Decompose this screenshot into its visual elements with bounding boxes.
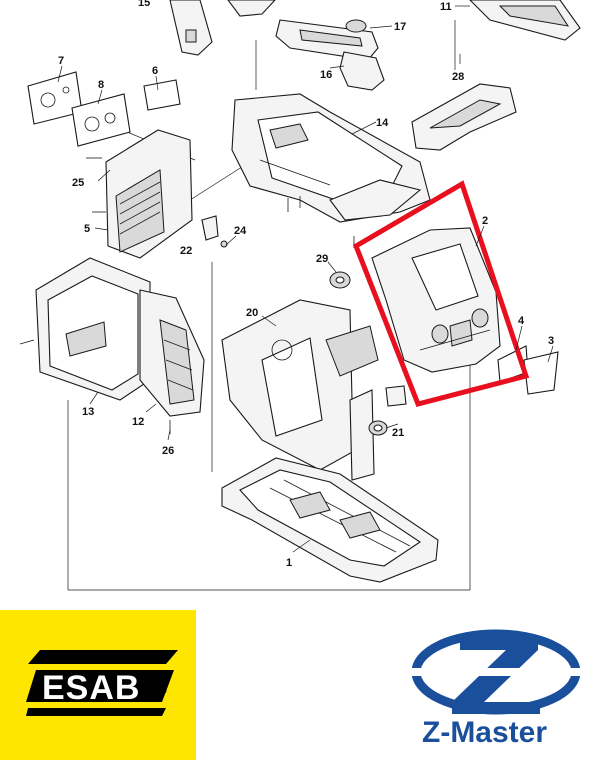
callout-1: 1 [286,557,292,569]
part-11-side-panel [469,0,581,41]
esab-wordmark: ESAB [42,669,141,707]
zmaster-logo-mark [412,629,580,715]
callout-12: 12 [132,416,144,428]
part-14-top-frame [231,93,431,223]
part-13-side-cover [35,257,151,401]
callout-3: 3 [548,335,554,347]
callout-5: 5 [84,223,90,235]
part-29-grommet [329,271,351,289]
callout-4: 4 [518,315,525,327]
callout-numbers: 1 2 3 4 5 6 7 8 11 12 13 14 15 16 17 20 … [58,0,554,569]
callout-16: 16 [320,69,332,81]
screws [19,157,355,434]
part-2-front-panel [371,227,501,373]
callout-24: 24 [234,225,247,237]
part-16-handle-foot [339,51,385,91]
part-6-label-plate [143,79,181,111]
esab-logo-block: ESAB ® [0,610,196,760]
part-15-handle-bracket [169,0,276,56]
part-22-clip [201,215,219,241]
registered-mark: ® [160,686,167,696]
callout-14: 14 [376,117,389,129]
part-24-screw [220,240,228,248]
callout-6: 6 [152,65,158,77]
part-3-label [523,351,559,395]
highlight-frame [352,180,530,407]
callout-25: 25 [72,177,84,189]
part-28-right-bracket [411,83,517,151]
esab-logo-mark [26,650,178,716]
exploded-parts-diagram: 1 2 3 4 5 6 7 8 11 12 13 14 15 16 17 20 … [19,0,581,591]
part-8-gasket [71,93,131,147]
callout-22: 22 [180,245,192,257]
callout-20: 20 [246,307,258,319]
part-12-side-grille [139,289,205,417]
callout-26: 26 [162,445,174,457]
callout-29: 29 [316,253,328,265]
callout-2: 2 [482,215,488,227]
part-20-chassis [221,299,379,481]
part-17-handle-grip [275,19,379,61]
callout-8: 8 [98,79,104,91]
callout-leaders [57,5,554,553]
part-5-left-panel [105,129,193,259]
callout-15: 15 [138,0,150,9]
callout-13: 13 [82,406,94,418]
callout-7: 7 [58,55,64,67]
part-1-base-tray [221,457,439,583]
part-21-grommet [368,385,407,436]
callout-21: 21 [392,427,404,439]
callout-11: 11 [440,1,452,13]
callout-17: 17 [394,21,406,33]
callout-28: 28 [452,71,464,83]
zmaster-wordmark: Z-Master [422,716,548,749]
